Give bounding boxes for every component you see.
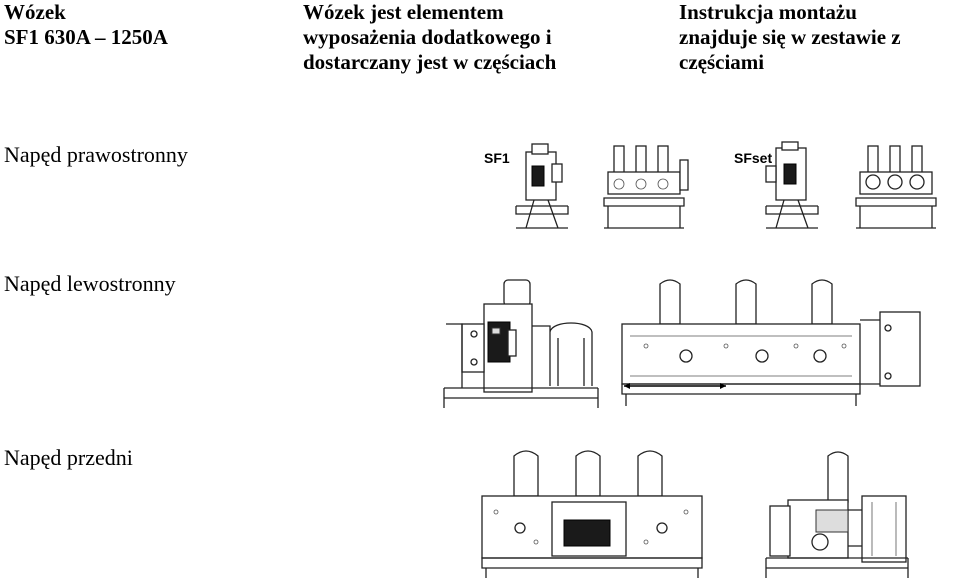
- note-line-3: dostarczany jest w częściach: [303, 50, 557, 74]
- front-drive-front-view-drawing: [481, 450, 703, 578]
- title-line-1: Wózek: [4, 0, 66, 24]
- sfset-front-view-drawing: [855, 145, 937, 229]
- left-drive-front-view-drawing: [621, 279, 921, 406]
- sfset-label: SFset: [734, 150, 773, 166]
- instr-line-3: częściami: [679, 50, 765, 74]
- sf1-label: SF1: [484, 150, 510, 166]
- document-title: Wózek SF1 630A – 1250A: [4, 0, 168, 50]
- note-line-2: wyposażenia dodatkowego i: [303, 25, 552, 49]
- left-drive-side-view-drawing: [443, 279, 599, 408]
- instr-line-2: znajduje się w zestawie z: [679, 25, 901, 49]
- instr-line-1: Instrukcja montażu: [679, 0, 857, 24]
- accessory-note: Wózek jest elementem wyposażenia dodatko…: [303, 0, 556, 75]
- front-drive-side-view-drawing: [765, 451, 909, 578]
- title-line-2: SF1 630A – 1250A: [4, 25, 168, 49]
- sf1-side-view-drawing: [515, 143, 569, 229]
- sf1-front-view-drawing: [603, 145, 689, 229]
- sfset-side-view-drawing: [765, 141, 819, 229]
- section-right-drive: Napęd prawostronny: [4, 142, 188, 167]
- section-left-drive: Napęd lewostronny: [4, 271, 176, 296]
- section-front-drive: Napęd przedni: [4, 445, 133, 470]
- note-line-1: Wózek jest elementem: [303, 0, 504, 24]
- instruction-note: Instrukcja montażu znajduje się w zestaw…: [679, 0, 901, 75]
